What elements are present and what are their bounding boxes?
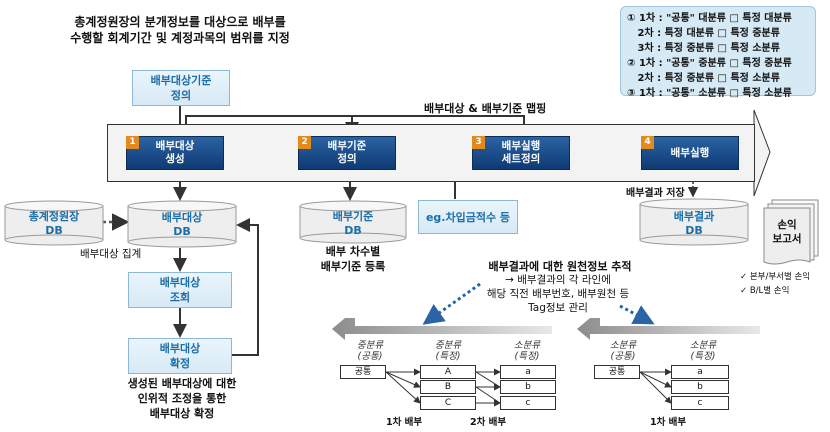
step-1-number: 1 xyxy=(126,136,139,149)
right-step1-label: 1차 배부 xyxy=(650,417,687,428)
left-flow-bar xyxy=(332,318,552,340)
report-item: ✓ B/L별 손익 xyxy=(740,286,790,296)
right-low-cell: c xyxy=(671,396,729,410)
right-low-cell: b xyxy=(671,380,729,394)
db-ledger-shape xyxy=(4,200,104,246)
left-mid-cell: C xyxy=(420,396,476,410)
step-3-number: 3 xyxy=(472,136,485,149)
result-save-label: 배부결과 저장 xyxy=(626,188,685,199)
note-line: ① 1차 : "공통" 대분류 □ 특정 대분류 xyxy=(627,13,792,24)
left-mid-cell: A xyxy=(420,365,476,379)
define-target-box: 배부대상기준 정의 xyxy=(132,70,230,106)
banner-arrowhead xyxy=(753,109,771,197)
left-low-cell: c xyxy=(500,396,556,410)
example-box: eg.차입금적수 등 xyxy=(418,200,518,234)
left-step1-label: 1차 배부 xyxy=(386,417,423,428)
step-4-number: 4 xyxy=(641,136,654,149)
left-low-cell: b xyxy=(500,380,556,394)
left-header-3: 소분류 (특정) xyxy=(513,340,541,362)
trace-title: 배부결과에 대한 원천정보 추적 xyxy=(488,260,632,273)
allocation-order-note: ① 1차 : "공통" 대분류 □ 특정 대분류 2차 : 특정 대분류 □ 특… xyxy=(620,6,816,99)
note-line: 2차 : 특정 중분류 □ 특정 소분류 xyxy=(627,73,780,84)
left-header-2: 중분류 (특정) xyxy=(434,340,462,362)
right-low-cell: a xyxy=(671,365,729,379)
step-1-box: 배부대상 생성 xyxy=(126,136,224,170)
note-line: 2차 : 특정 대분류 □ 특정 중분류 xyxy=(627,28,780,39)
db-basis-shape xyxy=(299,200,407,244)
right-header-1: 소분류 (공통) xyxy=(609,340,637,362)
step-3-box: 배부실행 세트정의 xyxy=(472,136,570,170)
db-result-label: 배부결과 DB xyxy=(673,210,715,237)
left-mid-cell: B xyxy=(420,380,476,394)
aggregate-label: 배부대상 집계 xyxy=(80,248,142,260)
left-step2-label: 2차 배부 xyxy=(470,417,507,428)
intro-text: 총계정원장의 분개정보를 대상으로 배부를 수행할 회계기간 및 계정과목의 범… xyxy=(70,15,290,45)
trace-text: → 배부결과의 각 라인에 해당 직전 배부번호, 배부원천 등 Tag정보 관… xyxy=(486,274,630,314)
db-target-label: 배부대상 DB xyxy=(161,211,203,238)
report-document-shape xyxy=(763,199,819,265)
report-box-label: 손익 보고서 xyxy=(772,219,802,245)
left-common-cell: 공통 xyxy=(340,365,386,379)
note-line: ③ 1차 : "공통" 소분류 □ 특정 소분류 xyxy=(627,88,792,99)
basis-caption: 배부 차수별 배부기준 등록 xyxy=(320,245,386,273)
right-flow-bar xyxy=(577,318,760,340)
query-box: 배부대상 조회 xyxy=(128,272,232,308)
step-4-box: 배부실행 xyxy=(641,136,739,170)
db-ledger-label: 총계정원장 DB xyxy=(28,210,80,237)
step-2-box: 배부기준 정의 xyxy=(298,136,396,170)
db-target-shape xyxy=(127,200,237,248)
db-result-shape xyxy=(639,198,749,246)
right-common-cell: 공통 xyxy=(594,365,640,379)
confirm-box: 배부대상 확정 xyxy=(128,338,232,374)
report-item: ✓ 본부/부서별 손익 xyxy=(740,272,811,282)
mapping-label: 배부대상 & 배부기준 맵핑 xyxy=(424,102,547,115)
step-2-number: 2 xyxy=(298,136,311,149)
note-line: ② 1차 : "공통" 중분류 □ 특정 중분류 xyxy=(627,58,792,69)
left-header-1: 중분류 (공통) xyxy=(356,340,384,362)
confirm-caption: 생성된 배부대상에 대한 인위적 조정을 통한 배부대상 확정 xyxy=(127,377,237,420)
note-line: 3차 : 특정 중분류 □ 특정 소분류 xyxy=(627,43,780,54)
left-low-cell: a xyxy=(500,365,556,379)
right-header-2: 소분류 (특정) xyxy=(689,340,717,362)
db-basis-label: 배부기준 DB xyxy=(332,210,374,237)
